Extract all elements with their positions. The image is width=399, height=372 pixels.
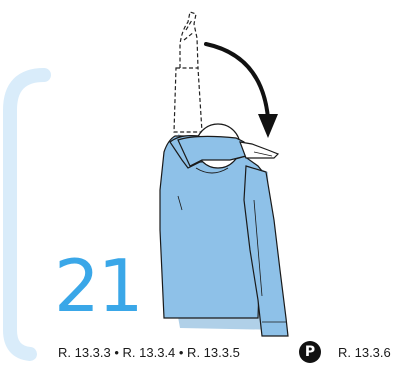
rule-references: R. 13.3.3 • R. 13.3.4 • R. 13.3.5 <box>58 345 240 361</box>
p-badge: P <box>299 341 321 363</box>
referee-figure-icon <box>160 124 288 336</box>
p-rule-reference: R. 13.3.6 <box>338 345 391 361</box>
frame-bracket <box>10 75 44 354</box>
signal-number: 21 <box>54 246 142 326</box>
raised-arm-start-position-icon <box>174 12 202 132</box>
